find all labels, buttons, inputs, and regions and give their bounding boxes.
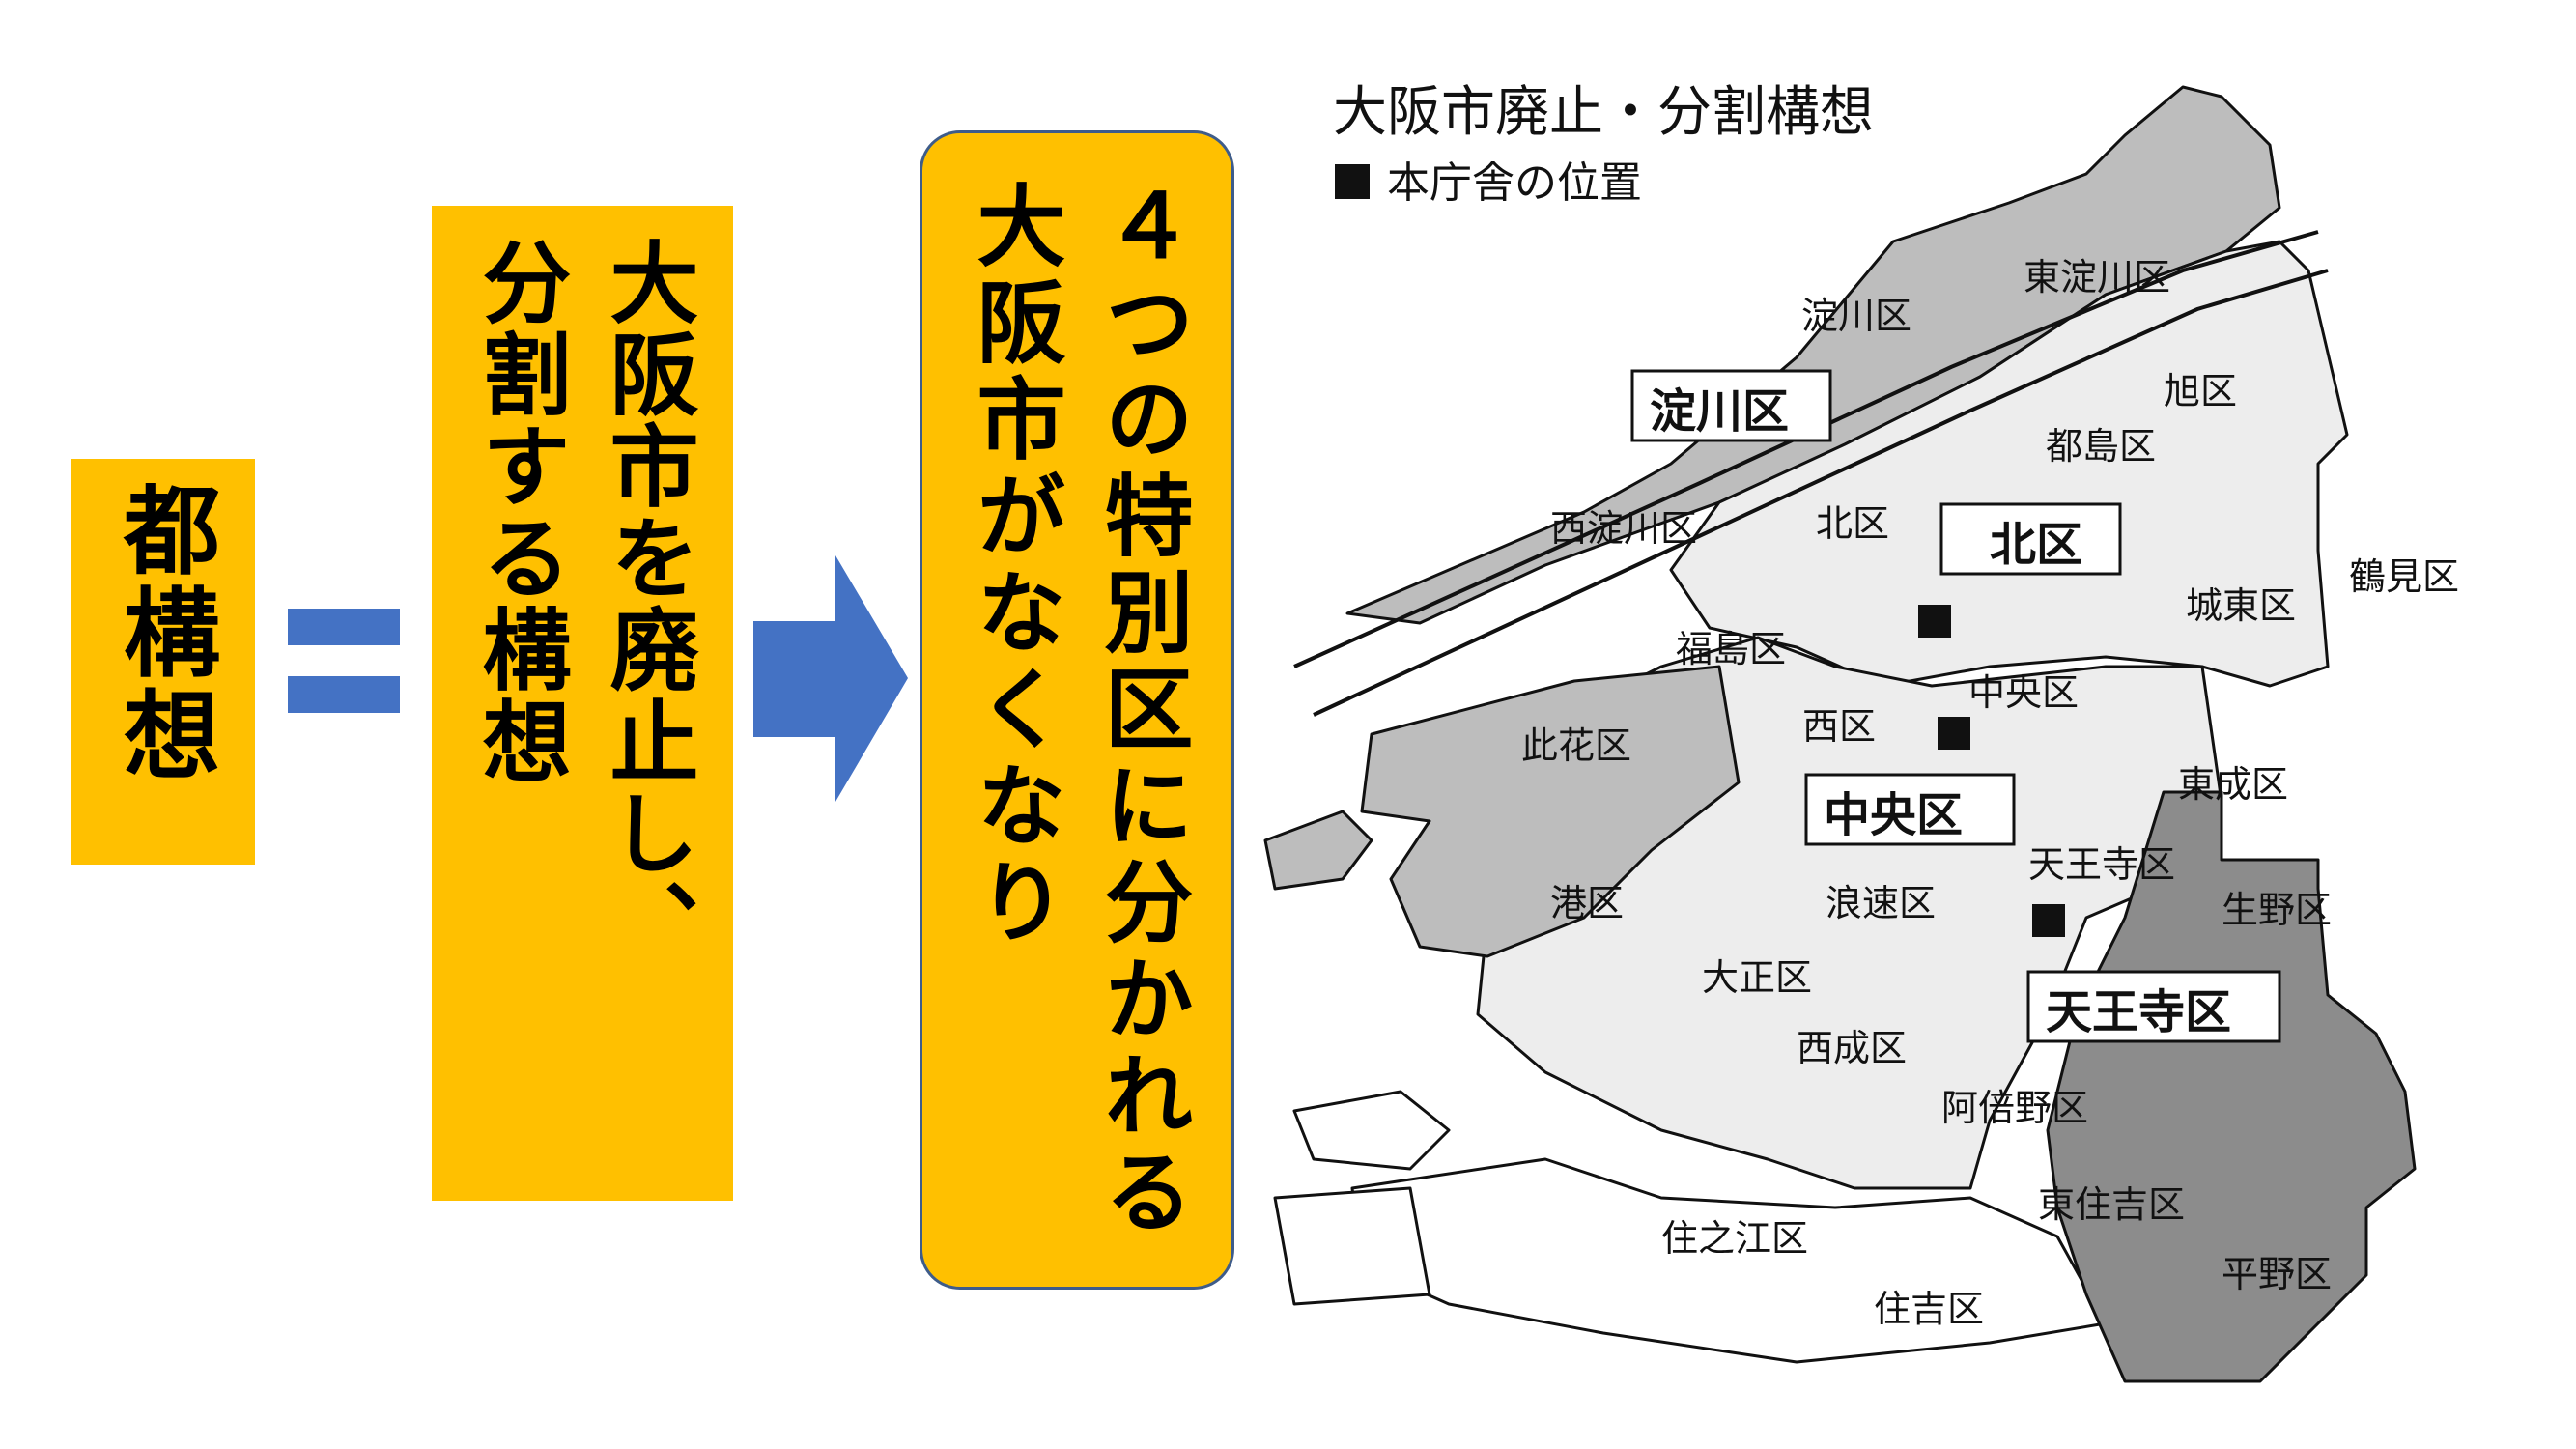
ward-chuo: 中央区 bbox=[1968, 671, 2079, 714]
ward-suminoe: 住之江区 bbox=[1661, 1217, 1808, 1260]
ward-hirano: 平野区 bbox=[2222, 1253, 2332, 1295]
ward-konohana: 此花区 bbox=[1521, 724, 1631, 767]
island-1 bbox=[1263, 810, 1373, 891]
ward-sumiyoshi: 住吉区 bbox=[1874, 1288, 1984, 1330]
result-line-2: 大阪市がなくなり bbox=[962, 180, 1065, 952]
ward-fukushima: 福島区 bbox=[1676, 628, 1786, 670]
office-marker-chuo bbox=[1938, 717, 1970, 750]
ward-kita: 北区 bbox=[1816, 502, 1889, 545]
ward-naniwa: 浪速区 bbox=[1826, 882, 1936, 924]
yodo-river bbox=[1293, 230, 2319, 668]
result-text: ４つの特別区に分かれる大阪市がなくなり bbox=[949, 180, 1204, 1242]
definition-box: 大阪市を廃止し、分割する構想 bbox=[432, 206, 733, 1201]
result-box: ４つの特別区に分かれる大阪市がなくなり bbox=[920, 130, 1234, 1290]
ward-ikuno: 生野区 bbox=[2222, 889, 2332, 931]
result-line-1: ４つの特別区に分かれる bbox=[1090, 180, 1193, 1242]
island-3 bbox=[1273, 1186, 1431, 1306]
region-tennoji bbox=[2046, 790, 2417, 1383]
osaka-ward-map: 大阪市廃止・分割構想 本庁舎の位置 淀川区 北区 中央区 天王寺区 東淀川区 淀… bbox=[1263, 81, 2459, 1383]
ward-nishi: 西区 bbox=[1802, 705, 1876, 748]
definition-line-2: 分割する構想 bbox=[467, 237, 571, 787]
tokoso-box: 都構想 bbox=[71, 459, 255, 865]
map-title: 大阪市廃止・分割構想 bbox=[1333, 81, 1874, 144]
tokoso-text: 都構想 bbox=[106, 480, 220, 787]
legend-square-icon bbox=[1335, 164, 1370, 199]
equals-sign bbox=[288, 609, 400, 713]
ward-tsurumi: 鶴見区 bbox=[2349, 555, 2459, 598]
definition-line-1: 大阪市を廃止し、 bbox=[595, 237, 698, 971]
office-marker-kita bbox=[1918, 605, 1951, 638]
region-kita bbox=[1669, 240, 2349, 688]
region-konohana-minato bbox=[1360, 665, 1741, 958]
ward-asahi: 旭区 bbox=[2164, 370, 2237, 412]
ward-nishiyodogawa: 西淀川区 bbox=[1550, 507, 1697, 550]
region-suminoe bbox=[1350, 1157, 2108, 1364]
new-ward-tennoji: 天王寺区 bbox=[2046, 985, 2231, 1039]
ward-nishinari: 西成区 bbox=[1797, 1027, 1907, 1069]
ward-joto: 城東区 bbox=[2186, 584, 2296, 627]
right-arrow-icon bbox=[753, 555, 908, 802]
ward-higashisumiyoshi: 東住吉区 bbox=[2038, 1183, 2185, 1226]
ward-minato: 港区 bbox=[1550, 882, 1624, 924]
ward-abeno: 阿倍野区 bbox=[1941, 1087, 2088, 1129]
office-marker-tennoji bbox=[2032, 904, 2065, 937]
ward-tennoji: 天王寺区 bbox=[2028, 843, 2175, 886]
ward-taisho: 大正区 bbox=[1702, 956, 1812, 999]
new-ward-labels: 淀川区 北区 中央区 天王寺区 bbox=[1630, 369, 2281, 1043]
ward-higashinari: 東成区 bbox=[2178, 763, 2288, 806]
ward-yodogawa: 淀川区 bbox=[1801, 295, 1911, 337]
new-ward-yodogawa: 淀川区 bbox=[1650, 384, 1789, 439]
definition-text: 大阪市を廃止し、分割する構想 bbox=[455, 237, 710, 971]
new-ward-chuo: 中央区 bbox=[1824, 788, 1963, 842]
new-ward-kita: 北区 bbox=[1990, 518, 2082, 572]
ward-higashiyodogawa: 東淀川区 bbox=[2024, 256, 2170, 298]
legend-label: 本庁舎の位置 bbox=[1387, 158, 1642, 208]
ward-miyakojima: 都島区 bbox=[2046, 425, 2156, 468]
ward-labels: 東淀川区 淀川区 旭区 都島区 西淀川区 北区 鶴見区 城東区 福島区 中央区 … bbox=[1521, 256, 2459, 1330]
island-2 bbox=[1292, 1090, 1451, 1171]
yodo-river-edge bbox=[1313, 269, 2329, 717]
